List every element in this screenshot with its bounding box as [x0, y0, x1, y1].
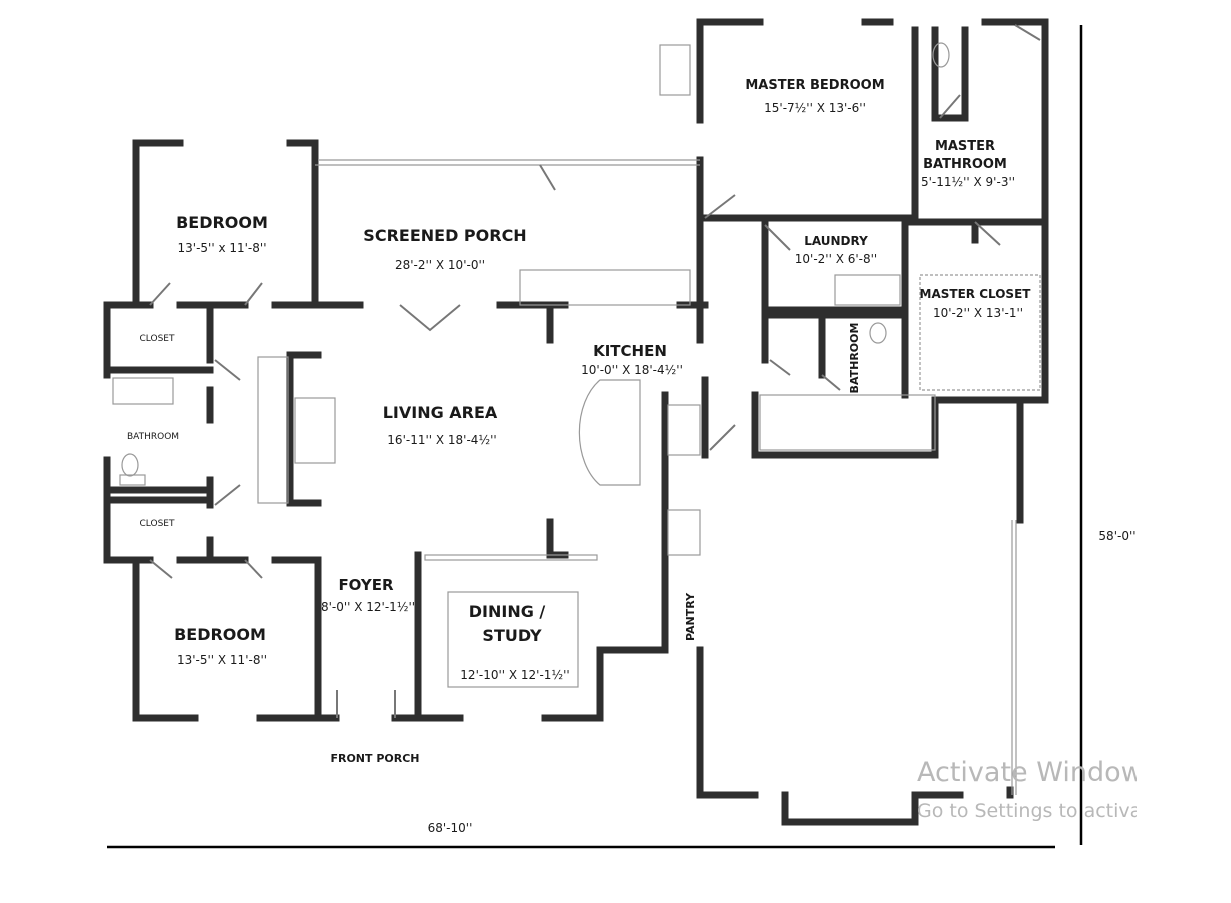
master-bedroom-label: MASTER BEDROOM — [745, 78, 884, 93]
bathroom-left-label: BATHROOM — [127, 432, 179, 442]
closet-top-label: CLOSET — [140, 334, 175, 344]
foyer-size: 8'-0'' X 12'-1½'' — [321, 600, 415, 614]
master-closet-label: MASTER CLOSET — [920, 287, 1032, 301]
living-area-size: 16'-11'' X 18'-4½'' — [387, 433, 496, 447]
bedroom-top-label: BEDROOM — [176, 213, 268, 232]
dining-study-label-1: DINING / — [469, 602, 546, 621]
laundry-label: LAUNDRY — [804, 234, 868, 248]
master-bathroom-label-2: BATHROOM — [923, 157, 1007, 172]
width-dimension-label: 68'-10'' — [428, 821, 473, 835]
screened-porch-size: 28'-2'' X 10'-0'' — [395, 258, 485, 272]
kitchen-size: 10'-0'' X 18'-4½'' — [581, 363, 683, 377]
activate-windows-watermark-title: Activate Windows — [917, 757, 1137, 788]
living-area-label: LIVING AREA — [383, 403, 498, 422]
bedroom-bottom-label: BEDROOM — [174, 625, 266, 644]
dining-study-label-2: STUDY — [482, 626, 542, 645]
depth-dimension-label: 58'-0'' — [1098, 529, 1135, 543]
bathroom-small-label: BATHROOM — [848, 323, 861, 394]
closet-bottom-label: CLOSET — [140, 519, 175, 529]
master-closet-size: 10'-2'' X 13'-1'' — [933, 306, 1023, 320]
kitchen-label: KITCHEN — [593, 342, 667, 360]
screened-porch-label: SCREENED PORCH — [363, 226, 526, 245]
master-bathroom-size: 5'-11½'' X 9'-3'' — [921, 175, 1015, 189]
foyer-label: FOYER — [338, 576, 394, 594]
master-bathroom-label-1: MASTER — [935, 139, 995, 154]
doors — [149, 24, 1041, 718]
master-bedroom-size: 15'-7½'' X 13'-6'' — [764, 101, 866, 115]
bedroom-top-size: 13'-5'' x 11'-8'' — [178, 241, 267, 255]
pantry-label: PANTRY — [684, 592, 697, 641]
fixtures — [112, 42, 1041, 795]
dining-study-size: 12'-10'' X 12'-1½'' — [460, 668, 569, 682]
walls — [103, 18, 1049, 826]
activate-windows-watermark-subtitle: Go to Settings to activate Windows. — [917, 800, 1137, 822]
front-porch-label: FRONT PORCH — [330, 752, 419, 765]
laundry-size: 10'-2'' X 6'-8'' — [795, 252, 877, 266]
bedroom-bottom-size: 13'-5'' X 11'-8'' — [177, 653, 267, 667]
